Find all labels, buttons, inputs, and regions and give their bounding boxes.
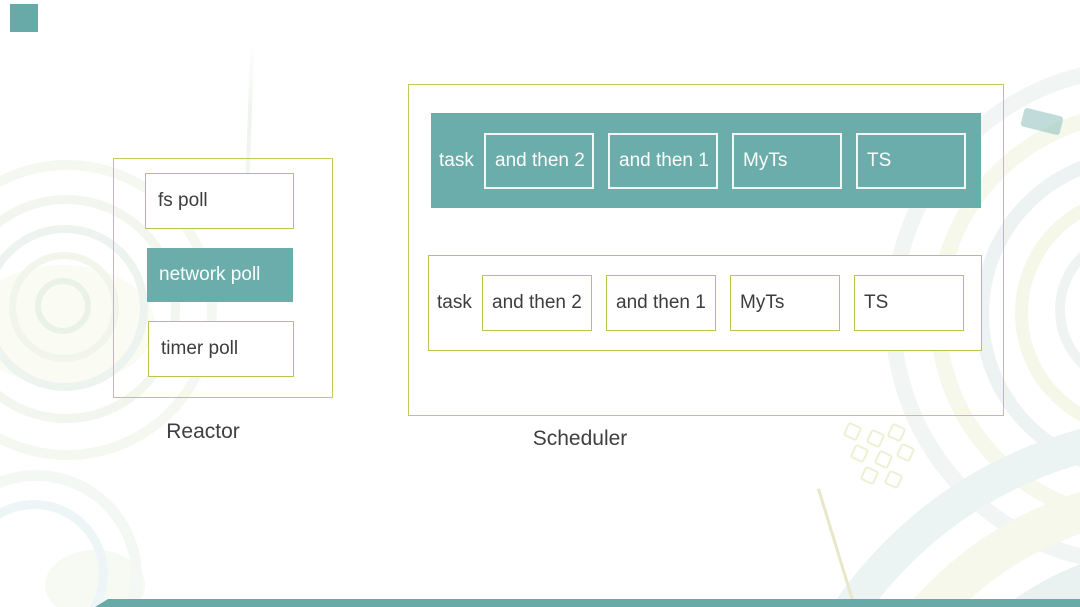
task-item-and-then-2: and then 2 — [484, 132, 594, 189]
slide-accent-corner-square — [10, 4, 38, 32]
background-watermark-ring — [0, 500, 108, 607]
task-item-label: and then 1 — [619, 149, 709, 171]
scheduler-task-row-active: task and then 2 and then 1 MyTs TS — [431, 113, 981, 208]
background-watermark-ring — [760, 415, 1080, 607]
task-item-boxes: and then 2 and then 1 MyTs TS — [482, 275, 964, 331]
task-item-label: and then 2 — [495, 149, 585, 171]
task-item-myts: MyTs — [730, 275, 840, 331]
background-watermark-chip — [1020, 107, 1064, 136]
background-watermark-ring — [1055, 230, 1080, 390]
task-item-ts: TS — [854, 275, 964, 331]
task-item-label: TS — [867, 149, 892, 171]
task-item-label: MyTs — [743, 149, 788, 171]
scheduler-caption: Scheduler — [532, 427, 628, 450]
task-item-label: TS — [864, 292, 889, 313]
reactor-item-label: network poll — [159, 264, 261, 285]
task-item-boxes: and then 2 and then 1 MyTs TS — [484, 132, 966, 189]
task-item-and-then-2: and then 2 — [482, 275, 592, 331]
task-item-label: and then 1 — [616, 292, 706, 313]
background-watermark-dot — [865, 428, 886, 449]
reactor-item-fs-poll: fs poll — [145, 173, 294, 229]
slide-accent-bottom-bar — [95, 599, 1080, 607]
task-item-and-then-1: and then 1 — [608, 132, 718, 189]
background-watermark-dot — [859, 465, 880, 486]
background-watermark-dot — [883, 469, 904, 490]
task-item-label: MyTs — [740, 292, 785, 313]
background-watermark-dot — [873, 449, 894, 470]
task-label: task — [439, 149, 474, 171]
reactor-box: fs poll network poll timer poll — [113, 158, 333, 398]
reactor-item-timer-poll: timer poll — [148, 321, 294, 377]
task-label: task — [437, 292, 472, 313]
reactor-item-label: fs poll — [158, 190, 208, 211]
reactor-caption: Reactor — [166, 420, 240, 443]
task-item-label: and then 2 — [492, 292, 582, 313]
background-watermark-ring — [9, 252, 119, 362]
reactor-item-label: timer poll — [161, 338, 239, 359]
background-watermark-dot — [849, 443, 870, 464]
background-watermark-ring — [1015, 190, 1080, 436]
background-watermark-line — [817, 488, 858, 607]
task-item-ts: TS — [856, 132, 966, 189]
background-watermark-ring — [35, 278, 91, 334]
background-watermark-dot — [842, 421, 863, 442]
background-watermark-blob — [45, 550, 145, 607]
scheduler-box: task and then 2 and then 1 MyTs TS task — [408, 84, 1004, 416]
background-watermark-ring — [890, 545, 1080, 607]
scheduler-task-row-queued: task and then 2 and then 1 MyTs TS — [428, 255, 982, 351]
background-watermark-ring — [0, 470, 142, 607]
task-item-myts: MyTs — [732, 132, 842, 189]
background-watermark-dot — [886, 422, 907, 443]
background-watermark-dot — [895, 442, 916, 463]
task-item-and-then-1: and then 1 — [606, 275, 716, 331]
background-watermark-ring — [820, 475, 1080, 607]
reactor-item-network-poll: network poll — [147, 248, 293, 302]
